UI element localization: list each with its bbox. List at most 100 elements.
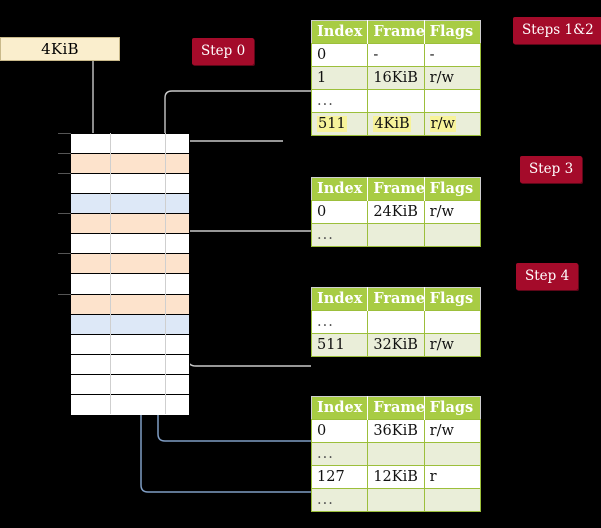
memory-frame-row[interactable] (71, 354, 189, 375)
col-flags: Flags (424, 20, 481, 44)
col-flags: Flags (424, 396, 481, 420)
memory-tick-0 (58, 133, 71, 134)
cell-flags: r (423, 465, 482, 489)
cell-flags (423, 488, 482, 512)
badge-step-0: Step 0 (192, 38, 255, 65)
badge-steps-1-2: Steps 1&2 (513, 17, 601, 44)
cell-index: ... (310, 89, 369, 113)
cell-flags (423, 223, 482, 247)
col-index: Index (311, 177, 369, 201)
badge-step-0-wrap: Step 0 (192, 38, 255, 65)
cell-flags-text: r/w (429, 115, 456, 132)
cell-flags: r/w (423, 333, 482, 357)
cell-index-text: 511 (317, 115, 347, 132)
memory-frame-row[interactable] (71, 314, 189, 335)
cell-flags (423, 442, 482, 466)
table-row-highlighted[interactable]: 511 4KiB r/w (310, 112, 482, 136)
memory-frame-row[interactable] (71, 194, 189, 215)
memory-tick-1 (58, 153, 71, 154)
badge-step-3: Step 3 (520, 156, 583, 183)
table-row[interactable]: ... (310, 89, 482, 113)
memory-frame-row[interactable] (71, 134, 189, 155)
memory-tick-5 (58, 294, 71, 295)
cell-index: 0 (310, 419, 369, 443)
table-row[interactable]: 0 24KiB r/w (310, 200, 482, 224)
source-page-box: 4KiB (0, 37, 120, 61)
badge-step-4: Step 4 (516, 263, 579, 290)
memory-frame-row[interactable] (71, 334, 189, 355)
memory-frame-row[interactable] (71, 174, 189, 195)
col-frame: Frame (367, 287, 425, 311)
memory-frame-row[interactable] (71, 294, 189, 315)
cell-index: 511 (310, 112, 369, 136)
cell-index: ... (310, 488, 369, 512)
page-table-level-3-wrap: Index Frame Flags 0 36KiB r/w ... 127 12… (310, 396, 482, 512)
cell-frame (367, 442, 425, 466)
cell-index: 1 (310, 66, 369, 90)
memory-guide-left (110, 133, 111, 414)
cell-frame: 36KiB (367, 419, 425, 443)
col-frame: Frame (367, 177, 425, 201)
table-row[interactable]: ... (310, 488, 482, 512)
col-index: Index (311, 20, 369, 44)
memory-frame-row[interactable] (71, 394, 189, 415)
cell-flags: r/w (423, 200, 482, 224)
memory-frame-row[interactable] (71, 214, 189, 235)
table-row[interactable]: ... (310, 442, 482, 466)
memory-frame-row[interactable] (71, 274, 189, 295)
memory-guide-right (165, 133, 166, 414)
source-page-label: 4KiB (41, 40, 79, 58)
cell-frame (367, 223, 425, 247)
table-row[interactable]: ... (310, 223, 482, 247)
cell-frame (367, 310, 425, 334)
memory-frame-row[interactable] (71, 254, 189, 275)
cell-index: 127 (310, 465, 369, 489)
cell-flags (423, 89, 482, 113)
memory-frame-row[interactable] (71, 234, 189, 255)
cell-flags: - (423, 43, 482, 67)
memory-tick-2 (58, 173, 71, 174)
page-table-level-3: Index Frame Flags 0 36KiB r/w ... 127 12… (310, 396, 482, 512)
cell-frame: 24KiB (367, 200, 425, 224)
cell-frame: 12KiB (367, 465, 425, 489)
memory-frame-row[interactable] (71, 154, 189, 175)
table-row[interactable]: 0 - - (310, 43, 482, 67)
cell-flags: r/w (423, 112, 482, 136)
table-row[interactable]: 127 12KiB r (310, 465, 482, 489)
cell-index: ... (310, 310, 369, 334)
cell-index: 0 (310, 200, 369, 224)
badge-step-4-wrap: Step 4 (516, 263, 579, 290)
col-flags: Flags (424, 287, 481, 311)
cell-index: ... (310, 442, 369, 466)
page-table-level-1-wrap: Index Frame Flags 0 24KiB r/w ... (310, 177, 482, 247)
page-table-level-0-wrap: Index Frame Flags 0 - - 1 16KiB r/w ... … (310, 20, 482, 136)
cell-flags: r/w (423, 419, 482, 443)
cell-index: 511 (310, 333, 369, 357)
table-row[interactable]: 0 36KiB r/w (310, 419, 482, 443)
cell-frame: 4KiB (367, 112, 425, 136)
cell-frame (367, 488, 425, 512)
table-row[interactable]: 511 32KiB r/w (310, 333, 482, 357)
cell-flags: r/w (423, 66, 482, 90)
col-frame: Frame (367, 396, 425, 420)
col-index: Index (311, 396, 369, 420)
cell-frame: 32KiB (367, 333, 425, 357)
page-table-level-2-wrap: Index Frame Flags ... 511 32KiB r/w (310, 287, 482, 357)
cell-frame (367, 89, 425, 113)
cell-index: ... (310, 223, 369, 247)
physical-memory-column (70, 133, 190, 415)
cell-frame: - (367, 43, 425, 67)
table-row[interactable]: 1 16KiB r/w (310, 66, 482, 90)
cell-frame: 16KiB (367, 66, 425, 90)
memory-frame-row[interactable] (71, 374, 189, 395)
page-table-level-2: Index Frame Flags ... 511 32KiB r/w (310, 287, 482, 357)
table-header-row: Index Frame Flags (311, 287, 481, 311)
cell-flags (423, 310, 482, 334)
col-frame: Frame (367, 20, 425, 44)
cell-frame-text: 4KiB (373, 115, 411, 132)
table-row[interactable]: ... (310, 310, 482, 334)
page-table-level-0: Index Frame Flags 0 - - 1 16KiB r/w ... … (310, 20, 482, 136)
col-index: Index (311, 287, 369, 311)
col-flags: Flags (424, 177, 481, 201)
table-header-row: Index Frame Flags (311, 177, 481, 201)
